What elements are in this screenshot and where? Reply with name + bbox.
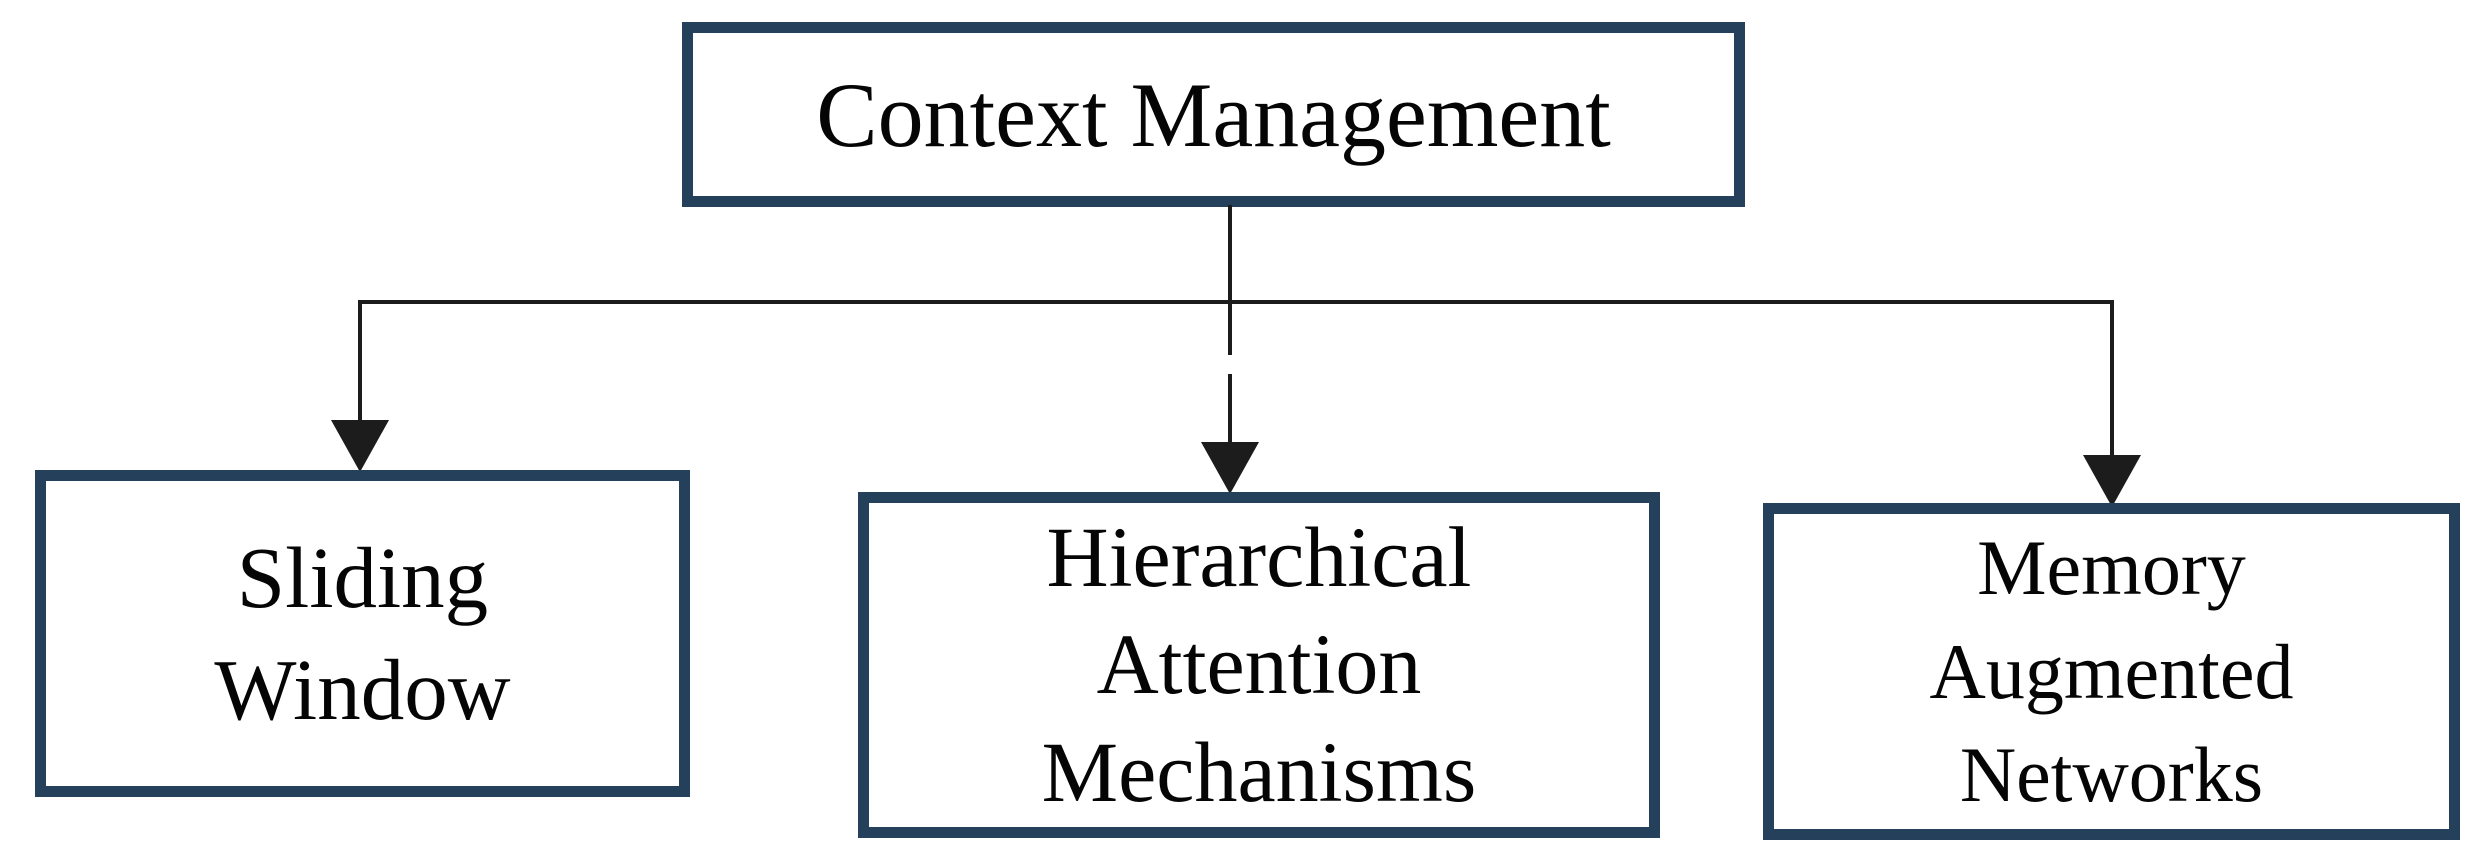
edge-horizontal-connector — [358, 300, 2114, 304]
label-line: Context Management — [816, 63, 1611, 166]
arrowhead-down-icon — [1201, 442, 1259, 494]
node-sliding-window-label: Sliding Window — [214, 522, 510, 745]
label-line: Augmented — [1929, 627, 2294, 715]
node-hierarchical-attention-mechanisms-label: Hierarchical Attention Mechanisms — [1042, 504, 1477, 827]
label-line: Mechanisms — [1041, 723, 1477, 820]
node-sliding-window: Sliding Window — [35, 470, 690, 797]
label-line: Memory — [1977, 523, 2246, 611]
node-memory-augmented-networks: Memory Augmented Networks — [1763, 503, 2460, 840]
node-context-management-label: Context Management — [816, 62, 1611, 168]
label-line: Window — [214, 640, 511, 738]
label-line: Hierarchical — [1046, 508, 1472, 605]
label-line: Attention — [1096, 616, 1422, 713]
label-line: Sliding — [236, 529, 489, 627]
node-memory-augmented-networks-label: Memory Augmented Networks — [1930, 516, 2294, 827]
edge-stem-to-hierarchical-attention — [1228, 374, 1232, 446]
arrowhead-down-icon — [2083, 455, 2141, 507]
edge-stem-to-memory-augmented — [2110, 302, 2114, 458]
arrowhead-down-icon — [331, 420, 389, 472]
node-hierarchical-attention-mechanisms: Hierarchical Attention Mechanisms — [858, 492, 1660, 838]
node-context-management: Context Management — [682, 22, 1745, 207]
edge-stem-to-sliding-window — [358, 302, 362, 422]
label-line: Networks — [1959, 731, 2264, 819]
edge-root-stem — [1228, 205, 1232, 355]
